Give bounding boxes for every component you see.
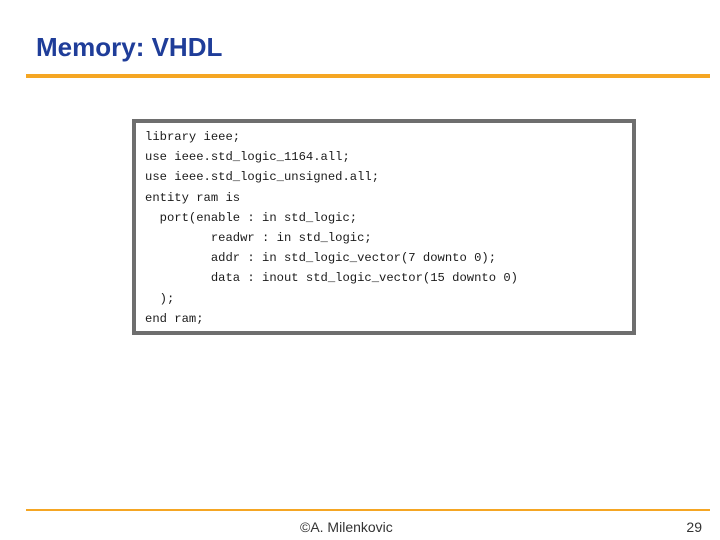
code-box: library ieee; use ieee.std_logic_1164.al… <box>132 119 636 335</box>
vhdl-code-listing: library ieee; use ieee.std_logic_1164.al… <box>145 130 518 326</box>
page-number: 29 <box>686 519 702 535</box>
title-divider <box>26 74 710 78</box>
footer-author: ©A. Milenkovic <box>300 519 393 535</box>
slide-title: Memory: VHDL <box>36 32 223 62</box>
footer-divider <box>26 509 710 511</box>
